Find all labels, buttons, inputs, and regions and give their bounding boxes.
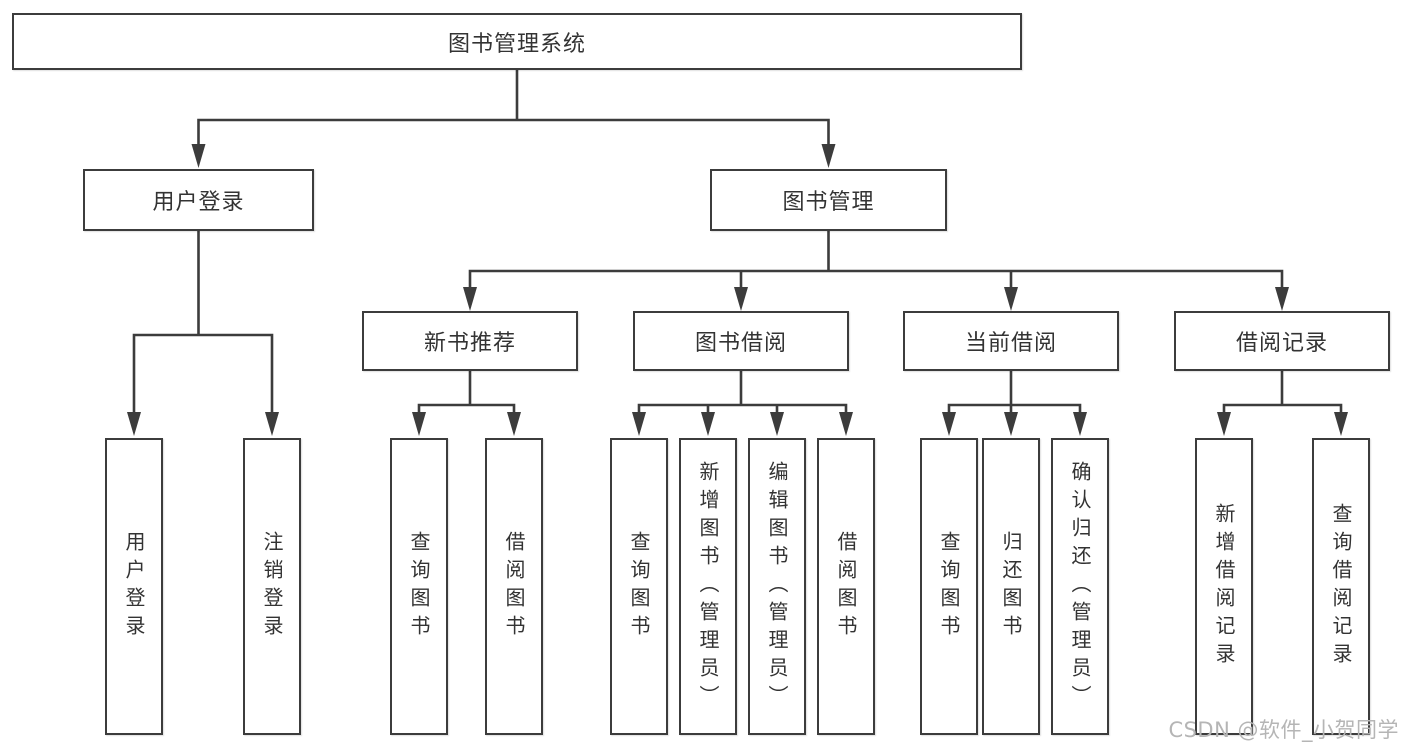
connector-borrow-record-branch — [1217, 371, 1348, 436]
connector-line — [947, 371, 1082, 418]
arrowhead — [1217, 412, 1231, 436]
node-user-login: 用户登录 — [83, 169, 314, 231]
arrowhead — [701, 412, 715, 436]
node-new-book-recommend: 新书推荐 — [362, 311, 578, 371]
arrowhead-book-borrow — [734, 287, 748, 311]
connector-line — [468, 231, 1284, 294]
connector-user-login-branch — [127, 231, 279, 436]
arrowhead-new-book — [463, 287, 477, 311]
connector-line — [132, 231, 274, 418]
leaf-br-query-record: 查询借阅记录 — [1312, 438, 1370, 735]
leaf-bb-borrow-book: 借阅图书 — [817, 438, 875, 735]
leaf-user-login: 用户登录 — [105, 438, 163, 735]
leaf-bb-edit-book-admin-label: 编辑图书（管理员） — [765, 460, 789, 713]
arrowhead — [839, 412, 853, 436]
connector-book-borrow-branch — [632, 371, 853, 436]
leaf-logout-label: 注销登录 — [260, 530, 284, 643]
leaf-bb-add-book-admin-label: 新增图书（管理员） — [696, 460, 720, 713]
leaf-nb-query-book-label: 查询图书 — [407, 530, 431, 643]
watermark: CSDN @软件_小贺同学 — [1168, 718, 1399, 742]
leaf-cb-confirm-return-admin-label: 确认归还（管理员） — [1068, 460, 1092, 713]
arrowhead — [1004, 412, 1018, 436]
node-book-management: 图书管理 — [710, 169, 947, 231]
leaf-bb-borrow-book-label: 借阅图书 — [834, 530, 858, 643]
leaf-cb-return-book-label: 归还图书 — [999, 530, 1023, 643]
arrowhead — [1073, 412, 1087, 436]
connector-book-management-branch — [463, 231, 1289, 311]
leaf-nb-borrow-book: 借阅图书 — [485, 438, 543, 735]
leaf-nb-query-book: 查询图书 — [390, 438, 448, 735]
connector-line — [637, 371, 848, 418]
node-root: 图书管理系统 — [12, 13, 1022, 70]
connector-line — [417, 371, 516, 418]
arrowhead — [942, 412, 956, 436]
node-current-borrow: 当前借阅 — [903, 311, 1119, 371]
leaf-br-add-record: 新增借阅记录 — [1195, 438, 1253, 735]
arrowhead — [412, 412, 426, 436]
connector-line — [1222, 371, 1343, 418]
arrowhead — [1334, 412, 1348, 436]
arrowhead-leaf-logout — [265, 412, 279, 436]
leaf-bb-query-book-label: 查询图书 — [627, 530, 651, 643]
arrowhead-leaf-user-login — [127, 412, 141, 436]
leaf-cb-confirm-return-admin: 确认归还（管理员） — [1051, 438, 1109, 735]
arrowhead — [632, 412, 646, 436]
leaf-bb-edit-book-admin: 编辑图书（管理员） — [748, 438, 806, 735]
leaf-cb-query-book: 查询图书 — [920, 438, 978, 735]
node-borrow-record: 借阅记录 — [1174, 311, 1390, 371]
arrowhead — [770, 412, 784, 436]
leaf-bb-add-book-admin: 新增图书（管理员） — [679, 438, 737, 735]
arrowhead-book-management — [821, 144, 836, 168]
arrowhead-borrow-record — [1275, 287, 1289, 311]
arrowhead — [507, 412, 521, 436]
leaf-cb-query-book-label: 查询图书 — [937, 530, 961, 643]
leaf-user-login-label: 用户登录 — [122, 530, 146, 643]
leaf-bb-query-book: 查询图书 — [610, 438, 668, 735]
connector-new-book-branch — [412, 371, 521, 436]
node-book-borrow: 图书借阅 — [633, 311, 849, 371]
leaf-cb-return-book: 归还图书 — [982, 438, 1040, 735]
leaf-logout: 注销登录 — [243, 438, 301, 735]
connector-current-borrow-branch — [942, 371, 1087, 436]
leaf-nb-borrow-book-label: 借阅图书 — [502, 530, 526, 643]
arrowhead-user-login — [191, 144, 206, 168]
connector-line — [197, 70, 830, 150]
connector-root-to-level2 — [191, 70, 836, 168]
leaf-br-query-record-label: 查询借阅记录 — [1329, 502, 1353, 671]
leaf-br-add-record-label: 新增借阅记录 — [1212, 502, 1236, 671]
arrowhead-current-borrow — [1004, 287, 1018, 311]
